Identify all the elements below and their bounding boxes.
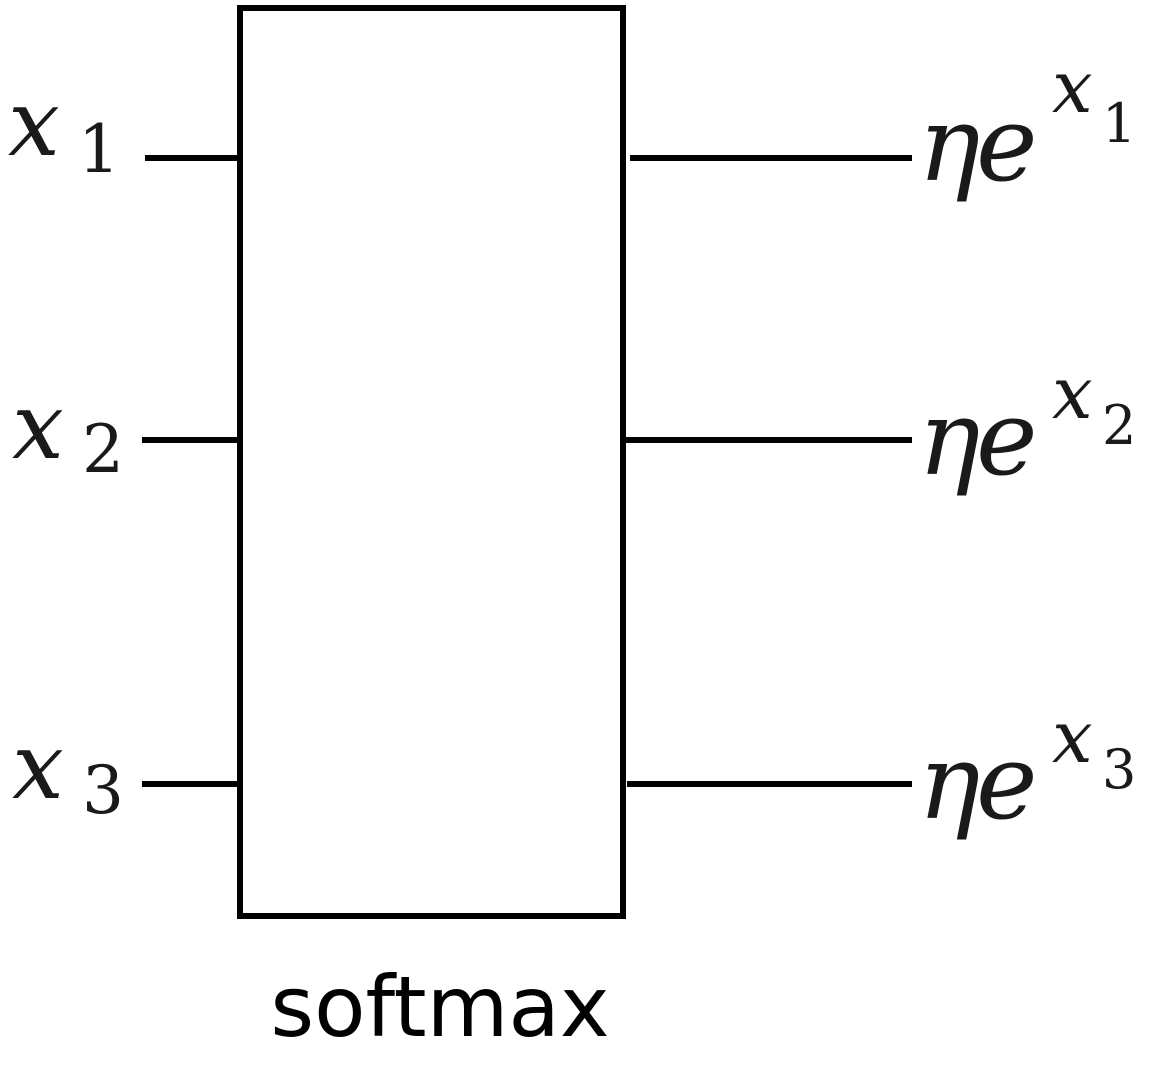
input-label-3: x 3 xyxy=(12,713,124,829)
input-label-1: x 1 xyxy=(8,70,120,188)
box-caption: softmax xyxy=(270,958,609,1056)
output-label-2: η e x 2 xyxy=(918,351,1136,499)
output-exp-sub: 3 xyxy=(1102,738,1136,801)
output-exp-var: x xyxy=(1052,351,1093,435)
output-base: e xyxy=(976,721,1038,843)
output-exp-sub: 1 xyxy=(1102,92,1136,155)
softmax-box xyxy=(237,5,626,919)
output-base: e xyxy=(976,377,1038,499)
input-var: x xyxy=(12,713,64,820)
output-label-3: η e x 3 xyxy=(918,695,1136,843)
output-label-1: η e x 1 xyxy=(918,45,1136,205)
output-coef: η xyxy=(918,377,980,499)
output-base: e xyxy=(976,83,1038,205)
output-exp-var: x xyxy=(1052,695,1093,779)
output-coef: η xyxy=(918,83,980,205)
input-var: x xyxy=(12,373,64,480)
output-exp-sub: 2 xyxy=(1102,394,1136,457)
input-var: x xyxy=(8,70,60,177)
input-sub: 1 xyxy=(78,111,120,188)
input-label-2: x 2 xyxy=(12,373,124,488)
input-sub: 2 xyxy=(82,411,124,488)
output-coef: η xyxy=(918,721,980,843)
input-sub: 3 xyxy=(82,752,124,829)
output-exp-var: x xyxy=(1052,45,1093,129)
